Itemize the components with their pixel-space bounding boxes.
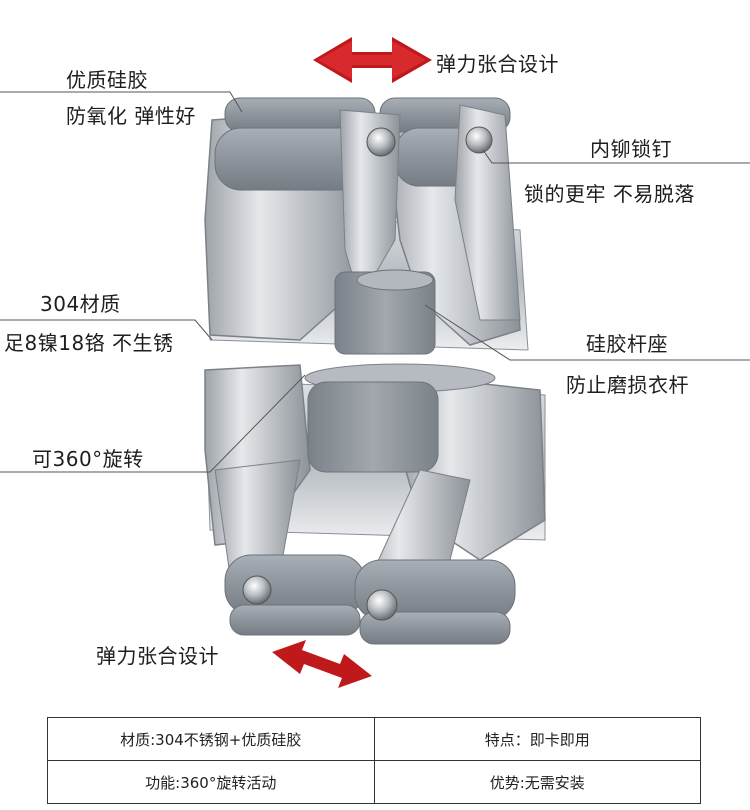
- bottom-arrow-label: 弹力张合设计: [96, 644, 219, 668]
- seat-desc: 防止磨损衣杆: [566, 373, 689, 397]
- steel-desc: 足8镍18铬 不生锈: [4, 331, 174, 355]
- rivet-desc: 锁的更牢 不易脱落: [524, 182, 695, 206]
- silicone-title: 优质硅胶: [66, 68, 148, 92]
- rivet-title: 内铆锁钉: [590, 137, 672, 161]
- top-arrow: [313, 37, 432, 83]
- leader-lines: [0, 91, 750, 473]
- top-arrow-label: 弹力张合设计: [436, 52, 559, 76]
- spec-cell-material: 材质:304不锈钢+优质硅胶: [47, 717, 375, 761]
- spec-table: 材质:304不锈钢+优质硅胶 特点：即卡即用 功能:360°旋转活动 优势:无需…: [47, 717, 701, 804]
- bottom-arrow: [272, 640, 372, 688]
- silicone-desc: 防氧化 弹性好: [66, 104, 196, 128]
- seat-title: 硅胶杆座: [586, 332, 668, 356]
- spec-cell-advantage: 优势:无需安装: [373, 760, 701, 804]
- spec-row: 功能:360°旋转活动 优势:无需安装: [47, 760, 701, 804]
- spec-row: 材质:304不锈钢+优质硅胶 特点：即卡即用: [47, 717, 701, 761]
- steel-title: 304材质: [40, 292, 121, 316]
- spec-cell-function: 功能:360°旋转活动: [47, 760, 375, 804]
- rotate-label: 可360°旋转: [32, 447, 144, 471]
- spec-cell-feature: 特点：即卡即用: [373, 717, 701, 761]
